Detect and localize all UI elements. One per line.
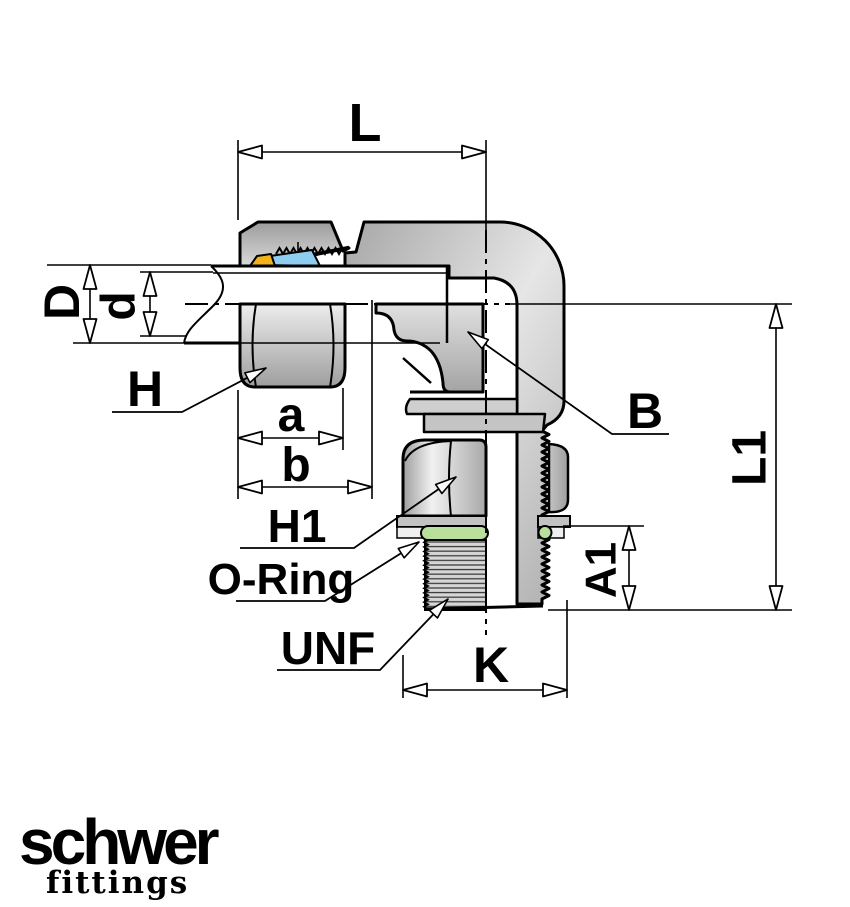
label-H: H (127, 361, 163, 417)
leader-ORing (236, 541, 420, 602)
flange-lower (422, 412, 547, 434)
label-B: B (627, 383, 663, 439)
label-b: b (281, 439, 310, 492)
label-L: L (349, 93, 382, 153)
unf-thread-profile (422, 539, 430, 610)
centerlines (185, 140, 792, 635)
locknut-chamfer (404, 440, 453, 462)
logo-sub: fittings (46, 865, 189, 901)
leader-arrowheads (244, 331, 490, 619)
body-hex-lower (374, 302, 485, 394)
nut-hex-face-right (329, 303, 335, 388)
flange-upper (404, 397, 519, 416)
logo: schwer fittings (19, 806, 223, 901)
unf-stud-threads (424, 539, 487, 611)
label-UNF: UNF (281, 622, 376, 674)
label-ORing: O-Ring (208, 555, 355, 604)
tube-break-curve (183, 265, 224, 344)
label-a: a (278, 389, 305, 442)
leader-lines (112, 331, 669, 671)
label-d: d (93, 291, 146, 320)
leader-H1 (240, 476, 457, 549)
label-H1: H1 (268, 500, 327, 552)
stud-bottom-edge (424, 604, 544, 611)
label-D: D (34, 284, 90, 320)
leader-H (112, 367, 267, 413)
label-A1: A1 (577, 542, 626, 598)
leader-B (467, 331, 669, 435)
oring-section-left (420, 525, 489, 541)
oring-section-right (537, 525, 553, 540)
label-L1: L1 (724, 430, 777, 486)
body-hex-corner (402, 357, 432, 384)
fitting-body-group (183, 220, 571, 611)
dimension-labels: L D d H a b H1 O-Ring UNF K B L1 A1 (34, 93, 777, 693)
locknut-right-sliver (547, 442, 570, 514)
leader-UNF (277, 598, 449, 671)
arrowheads (82, 144, 784, 698)
tube-group (183, 264, 449, 345)
label-K: K (473, 637, 509, 693)
logo-brand: schwer (19, 806, 219, 878)
